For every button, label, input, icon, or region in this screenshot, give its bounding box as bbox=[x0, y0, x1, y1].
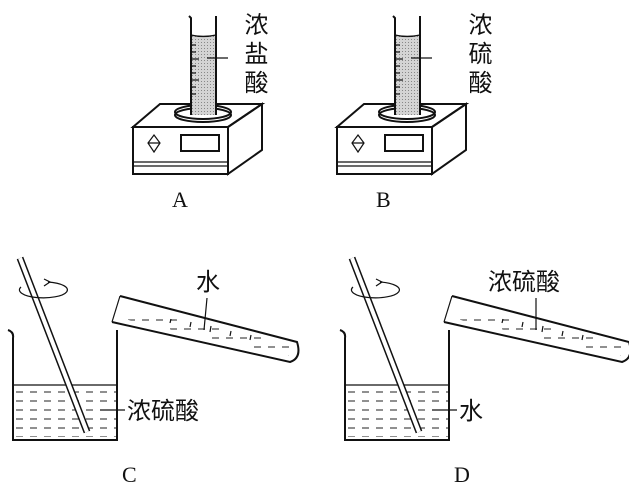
graduated-cylinder bbox=[188, 15, 229, 116]
caption-c: C bbox=[122, 462, 137, 487]
cylinder-label: 浓硫酸 bbox=[464, 12, 492, 99]
panel-d: 浓硫酸 水 D bbox=[339, 258, 629, 487]
beaker-label: 水 bbox=[459, 397, 483, 425]
panel-a: 浓盐酸 A bbox=[132, 12, 268, 212]
caption-b: B bbox=[376, 187, 391, 212]
test-tube bbox=[111, 295, 300, 363]
cylinder-label: 浓盐酸 bbox=[240, 12, 268, 99]
tube-label: 水 bbox=[196, 268, 220, 296]
beaker bbox=[7, 329, 118, 441]
beaker bbox=[339, 329, 450, 441]
panel-b: 浓硫酸 B bbox=[336, 12, 492, 212]
panel-c: 水 浓硫酸 C bbox=[7, 258, 300, 487]
graduated-cylinder bbox=[392, 15, 433, 116]
tube-label: 浓硫酸 bbox=[488, 268, 560, 296]
caption-a: A bbox=[172, 187, 188, 212]
caption-d: D bbox=[454, 462, 470, 487]
beaker-label: 浓硫酸 bbox=[127, 397, 199, 425]
